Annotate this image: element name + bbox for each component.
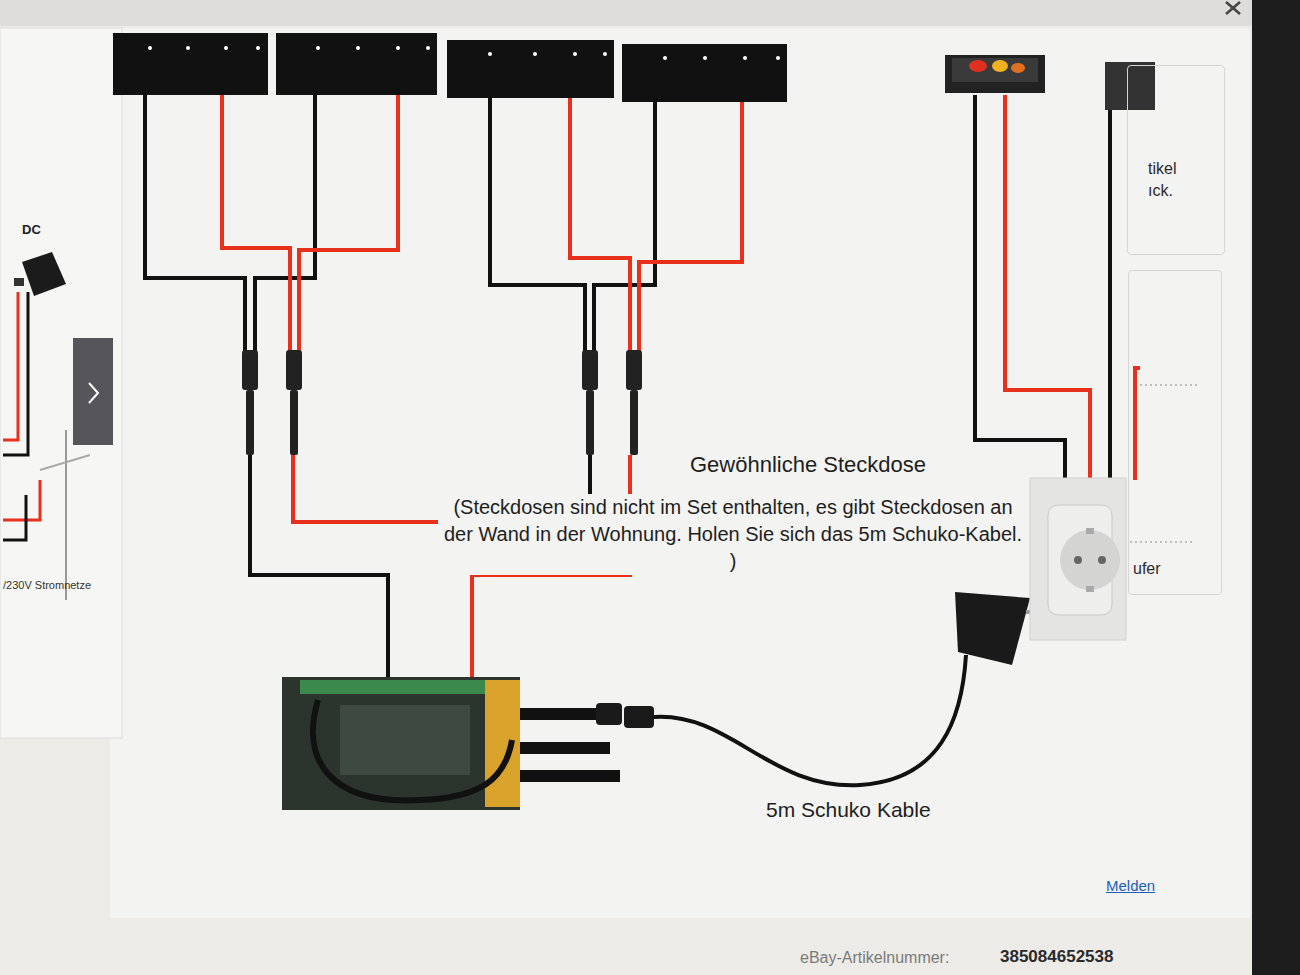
thumbnail-panel (0, 28, 122, 738)
ac-wires (975, 95, 1140, 480)
carousel-arrow (73, 338, 113, 445)
micro-inverter (282, 677, 622, 810)
schuko-cable (624, 592, 1056, 785)
floodlight-icon (14, 252, 66, 296)
wall-socket (1030, 478, 1126, 640)
socket-title: Gewöhnliche Steckdose (690, 452, 926, 478)
close-icon (1226, 2, 1240, 14)
top-bar (0, 0, 1300, 26)
dc-wires (145, 95, 742, 677)
item-number: 385084652538 (1000, 947, 1113, 967)
card-text: tikel ıck. (1148, 158, 1194, 201)
card-text: ufer (1133, 558, 1193, 580)
image-panel (110, 28, 1250, 918)
cable-label: 5m Schuko Kable (766, 797, 931, 822)
report-link: Melden (1106, 877, 1155, 895)
dotted-lines (1130, 385, 1200, 542)
socket-note: (Steckdosen sind nicht im Set enthalten,… (438, 494, 1028, 575)
mc4-connectors (242, 350, 642, 455)
dc-label: DC (22, 222, 41, 238)
screen-bezel (1252, 0, 1300, 975)
item-number-label: eBay-Artikelnummer: (800, 948, 949, 967)
info-card: tikel ıck. (1127, 65, 1225, 255)
info-card: ufer (1128, 270, 1222, 595)
solar-panels (113, 33, 787, 102)
grid-label: /230V Stromnetze (3, 579, 91, 592)
